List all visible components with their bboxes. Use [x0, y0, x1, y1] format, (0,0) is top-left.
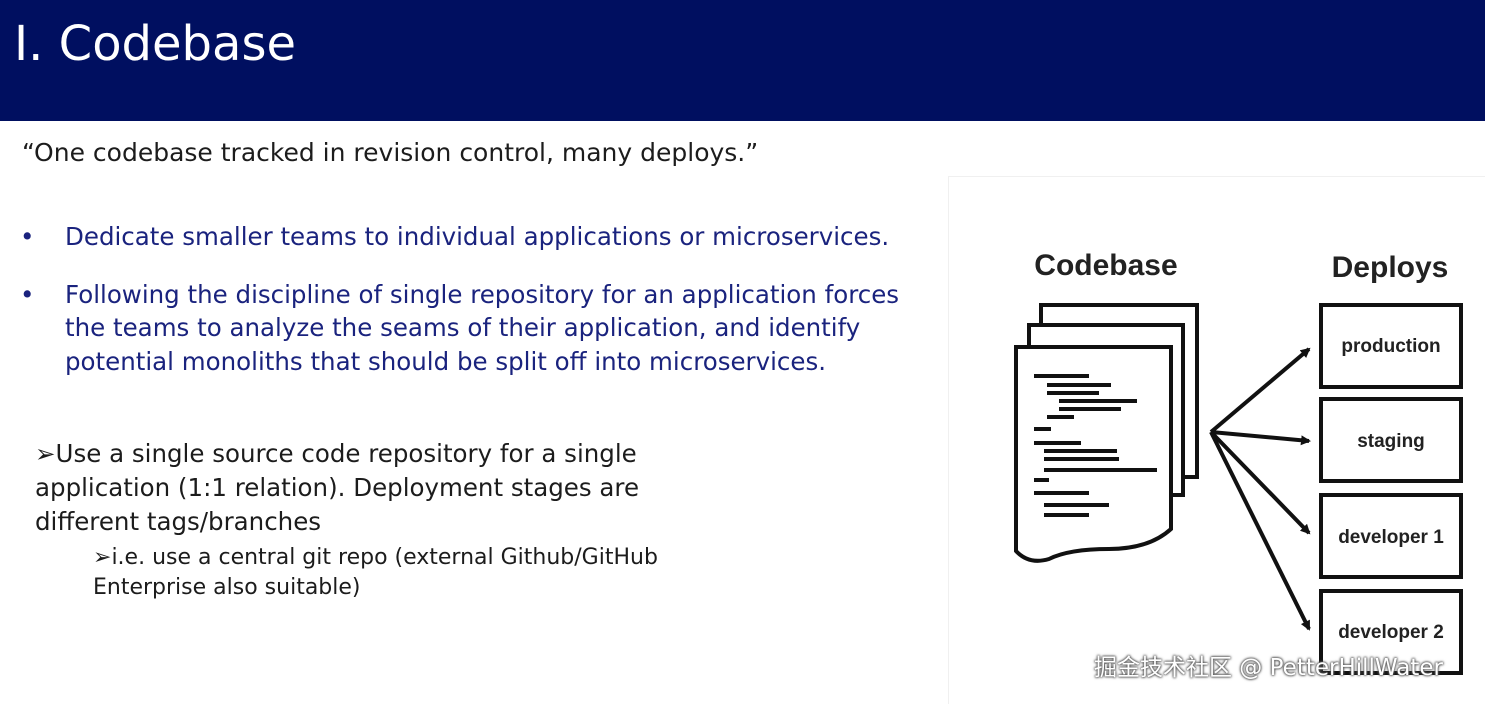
deploy-label: developer 2 — [1338, 622, 1444, 643]
codebase-deploys-diagram: Codebase Deploys — [948, 176, 1485, 704]
bullet-list: • Dedicate smaller teams to individual a… — [20, 220, 940, 402]
slide-quote: “One codebase tracked in revision contro… — [22, 138, 759, 167]
deploy-label: production — [1341, 336, 1440, 357]
code-lines-icon — [1034, 374, 1157, 517]
bullet-marker: • — [20, 222, 35, 251]
bullet-text: Following the discipline of single repos… — [65, 279, 900, 376]
recommendation-subtext: ➢i.e. use a central git repo (external G… — [93, 545, 658, 600]
deploy-developer-1: developer 1 — [1319, 493, 1463, 579]
codebase-heading: Codebase — [1034, 249, 1177, 282]
slide-title: I. Codebase — [14, 16, 296, 72]
deploy-arrows — [1209, 347, 1311, 631]
bullet-marker: • — [20, 279, 35, 309]
diagram-svg: Codebase Deploys — [1014, 249, 1463, 675]
deploy-label: developer 1 — [1338, 527, 1444, 548]
deploy-staging: staging — [1319, 397, 1463, 483]
deploy-developer-2: developer 2 — [1319, 589, 1463, 675]
title-bar: I. Codebase — [0, 0, 1485, 121]
arrow-bullet-icon: ➢ — [93, 545, 112, 570]
watermark: 掘金技术社区 @ PetterHillWater — [1094, 655, 1443, 681]
codebase-documents-icon — [1014, 303, 1199, 563]
recommendation-text: ➢Use a single source code repository for… — [35, 439, 640, 536]
deploy-label: staging — [1357, 431, 1425, 452]
bullet-item: • Following the discipline of single rep… — [20, 278, 940, 379]
deploys-heading: Deploys — [1332, 251, 1449, 284]
bullet-text: Dedicate smaller teams to individual app… — [65, 222, 890, 251]
bullet-item: • Dedicate smaller teams to individual a… — [20, 220, 940, 254]
arrow-bullet-icon: ➢ — [35, 439, 56, 468]
recommendation-block: ➢Use a single source code repository for… — [35, 437, 675, 603]
deploy-production: production — [1319, 303, 1463, 389]
